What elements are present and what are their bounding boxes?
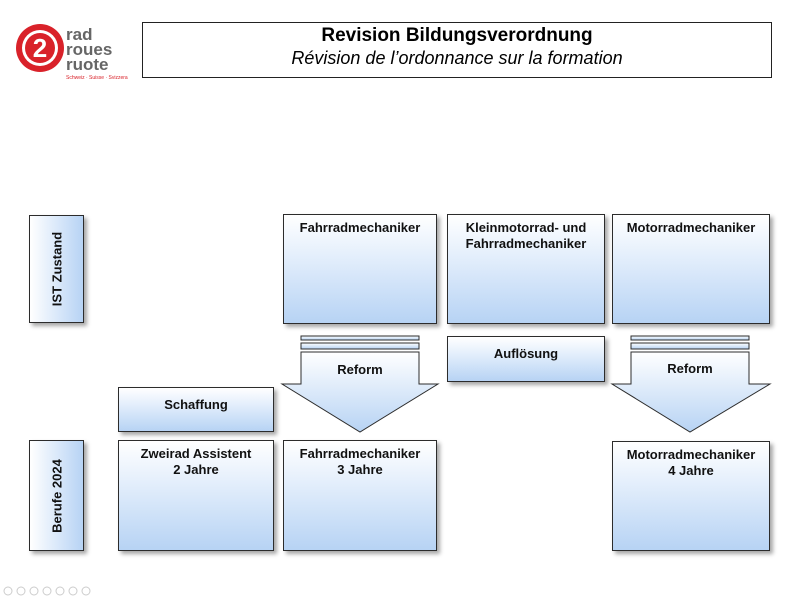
logo-numeral: 2 (33, 33, 47, 63)
title-french: Révision de l’ordonnance sur la formatio… (291, 48, 623, 68)
brand-logo-icon: 2 rad roues ruote Schweiz · Suisse · Svi… (16, 24, 128, 81)
row-label-current-text: IST Zustand (49, 231, 64, 307)
current-box-motorradmechaniker: Motorradmechaniker (612, 214, 770, 324)
title-box: Revision Bildungsverordnung Révision de … (142, 22, 772, 78)
create-label: Schaffung (164, 397, 228, 412)
current-box-kleinmotorrad: Kleinmotorrad- und Fahrradmechaniker (447, 214, 605, 324)
future-box-name: Fahrradmechaniker (299, 446, 421, 461)
row-label-future: Berufe 2024 (29, 440, 84, 551)
future-box-duration: 4 Jahre (668, 463, 714, 478)
row-label-future-text: Berufe 2024 (49, 458, 64, 533)
future-box-zweirad-assistent: Zweirad Assistent 2 Jahre (118, 440, 274, 551)
create-box: Schaffung (118, 387, 274, 432)
current-box-label: Kleinmotorrad- und Fahrradmechaniker (465, 220, 587, 251)
logo-text-roues: roues (66, 40, 112, 59)
logo-text-rad: rad (66, 25, 92, 44)
future-box-motorradmechaniker: Motorradmechaniker 4 Jahre (612, 441, 770, 551)
future-box-duration: 3 Jahre (337, 462, 383, 477)
logo: 2 rad roues ruote Schweiz · Suisse · Svi… (14, 20, 132, 82)
future-box-name: Zweirad Assistent (140, 446, 252, 461)
title-german: Revision Bildungsverordnung (321, 25, 593, 46)
current-box-label: Fahrradmechaniker (299, 220, 421, 235)
reform-label-right: Reform (667, 361, 713, 376)
reform-label-left: Reform (337, 362, 383, 377)
logo-text-ruote: ruote (66, 55, 109, 74)
slide-control-icons[interactable] (2, 585, 98, 597)
reform-arrow-right (610, 335, 772, 433)
row-label-current: IST Zustand (29, 215, 84, 323)
current-box-label: Motorradmechaniker (626, 220, 756, 235)
future-box-duration: 2 Jahre (173, 462, 219, 477)
reform-arrow-left (280, 335, 440, 433)
current-box-fahrradmechaniker: Fahrradmechaniker (283, 214, 437, 324)
future-box-name: Motorradmechaniker (626, 447, 756, 462)
slide-controls[interactable] (2, 585, 98, 597)
logo-tagline: Schweiz · Suisse · Svizzera (66, 75, 128, 81)
dissolve-box: Auflösung (447, 336, 605, 382)
future-box-fahrradmechaniker: Fahrradmechaniker 3 Jahre (283, 440, 437, 551)
dissolve-label: Auflösung (493, 346, 559, 361)
